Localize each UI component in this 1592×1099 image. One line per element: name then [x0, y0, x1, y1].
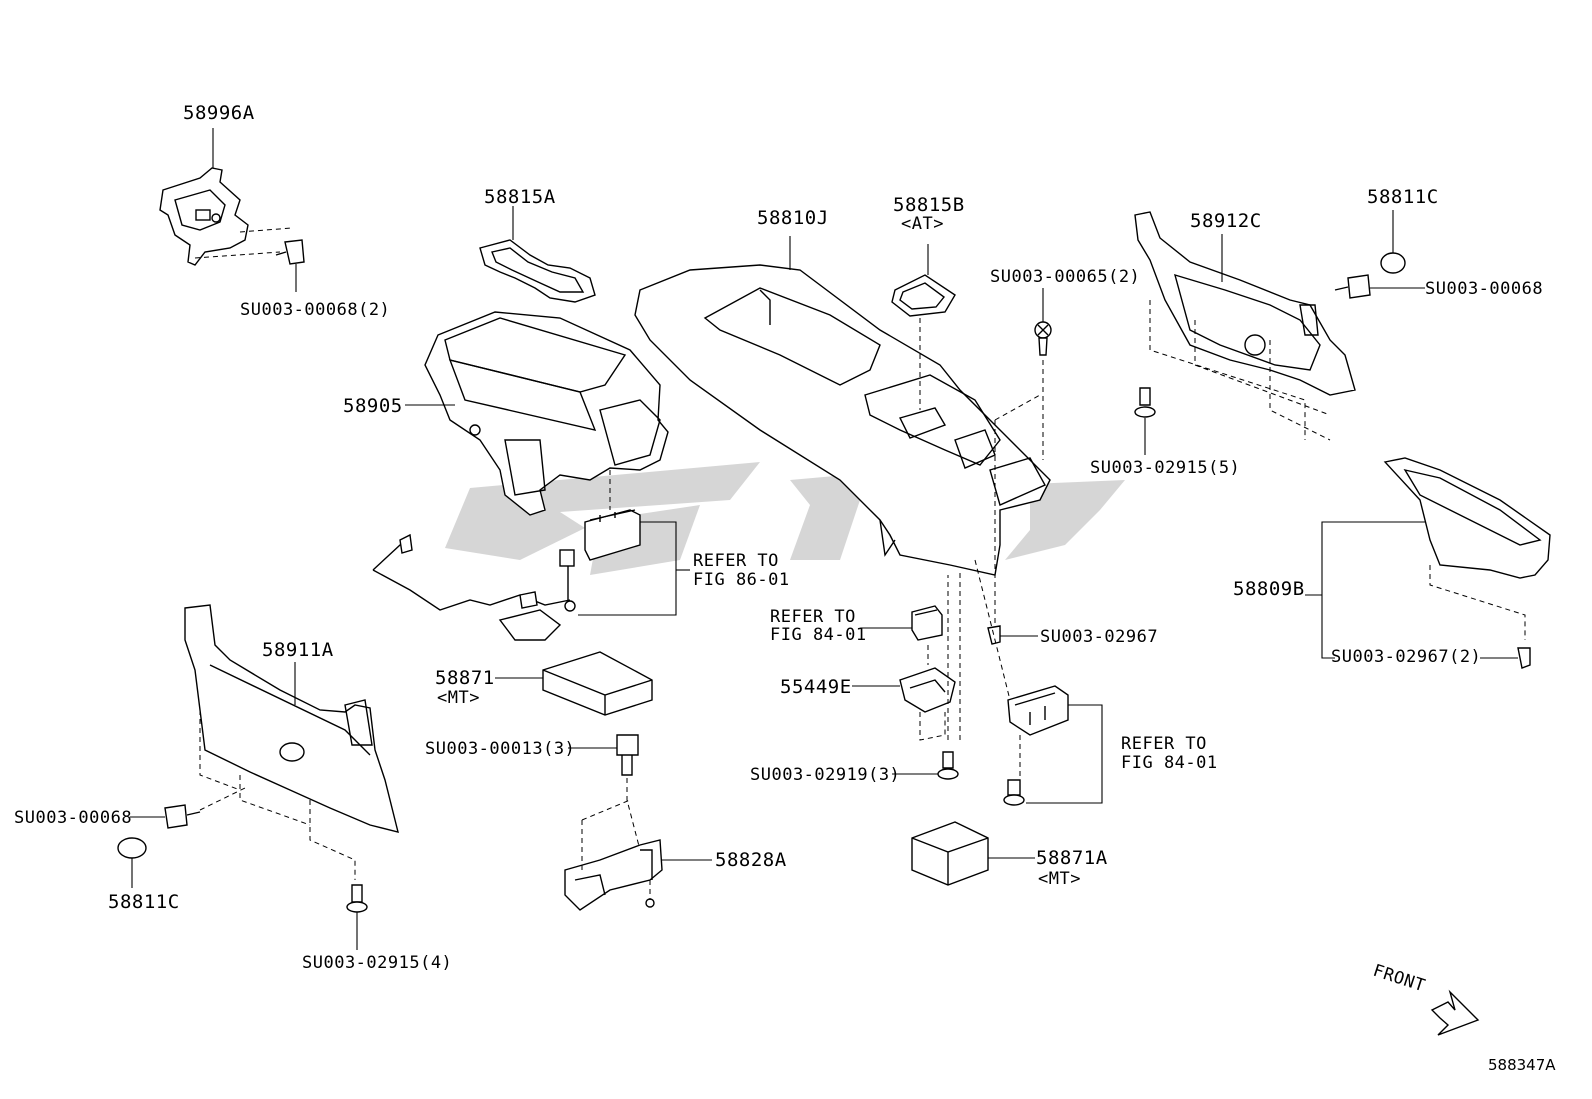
front-arrow-icon — [1430, 989, 1480, 1036]
screw-SU003-02919 — [892, 570, 961, 780]
label-front: FRONT — [1370, 961, 1427, 997]
screw-SU003-00068-left — [130, 787, 246, 829]
label-su-00068-left: SU003-00068 — [14, 808, 132, 828]
label-su-02915-4: SU003-02915(4) — [302, 953, 452, 973]
screw-SU003-02915-5 — [1134, 387, 1156, 455]
label-refer-84-right-b: FIG 84-01 — [1121, 753, 1218, 773]
label-refer-84-mid-b: FIG 84-01 — [770, 625, 867, 645]
label-58871-sub: <MT> — [437, 688, 480, 708]
label-su-02919-3: SU003-02919(3) — [750, 765, 900, 785]
label-su-00065-2: SU003-00065(2) — [990, 267, 1140, 287]
part-switch-fig84-mid — [862, 605, 943, 665]
label-58815B-sub: <AT> — [901, 214, 944, 234]
clip-SU003-02967 — [987, 625, 1038, 645]
diagram-code: 588347A — [1488, 1056, 1556, 1074]
label-58811C-top: 58811C — [1367, 186, 1439, 208]
label-58996A: 58996A — [183, 102, 255, 124]
screw-SU003-00013 — [568, 734, 641, 851]
part-58811C-cap-top — [1380, 210, 1406, 274]
label-su-02967-2: SU003-02967(2) — [1331, 647, 1481, 667]
screw-SU003-02915-4 — [346, 884, 368, 950]
label-58815A: 58815A — [484, 186, 556, 208]
label-su-00068-2: SU003-00068(2) — [240, 300, 390, 320]
label-58811C-bottom: 58811C — [108, 891, 180, 913]
part-switch-fig84-right — [974, 559, 1103, 806]
label-58828A: 58828A — [715, 849, 787, 871]
part-58905-console-box — [405, 311, 669, 516]
label-58912C: 58912C — [1190, 210, 1262, 232]
label-55449E: 55449E — [780, 676, 852, 698]
label-58871A: 58871A — [1036, 847, 1108, 869]
part-55449E-bracket — [852, 667, 956, 741]
part-58815A-gasket — [479, 206, 596, 303]
part-58810J-main-console — [634, 236, 1051, 576]
label-58871A-sub: <MT> — [1038, 869, 1081, 889]
label-refer-84-right-a: REFER TO — [1121, 734, 1207, 754]
part-58871-pad — [495, 651, 653, 716]
label-su-02967: SU003-02967 — [1040, 627, 1158, 647]
label-refer-86-a: REFER TO — [693, 551, 779, 571]
label-58815B: 58815B — [893, 194, 965, 216]
part-58871A-pad — [911, 821, 1035, 886]
part-58828A-bracket — [564, 799, 712, 911]
screw-SU003-00068-right — [1334, 274, 1425, 299]
part-switch-module — [578, 470, 690, 616]
label-58810J: 58810J — [757, 207, 829, 229]
label-58871: 58871 — [435, 667, 495, 689]
part-58815B-trim — [891, 244, 956, 410]
part-58809B-trim — [1305, 457, 1551, 659]
label-58911A: 58911A — [262, 639, 334, 661]
label-refer-86-b: FIG 86-01 — [693, 570, 790, 590]
part-58996A-bracket — [159, 128, 293, 266]
label-su-00068-right: SU003-00068 — [1425, 279, 1543, 299]
screw-SU003-00068-top — [275, 239, 305, 292]
screw-SU003-00065 — [994, 288, 1052, 630]
clip-SU003-02967-right — [1480, 647, 1531, 669]
label-su-00013-3: SU003-00013(3) — [425, 739, 575, 759]
label-refer-84-mid-a: REFER TO — [770, 607, 856, 627]
label-su-02915-5: SU003-02915(5) — [1090, 458, 1240, 478]
part-58911A-side-panel — [184, 604, 399, 880]
label-58809B: 58809B — [1233, 578, 1305, 600]
label-58905: 58905 — [343, 395, 403, 417]
part-58912C-side-panel — [1134, 211, 1356, 441]
part-58811C-cap-bottom — [117, 837, 147, 888]
part-wiring-harness — [372, 533, 576, 641]
